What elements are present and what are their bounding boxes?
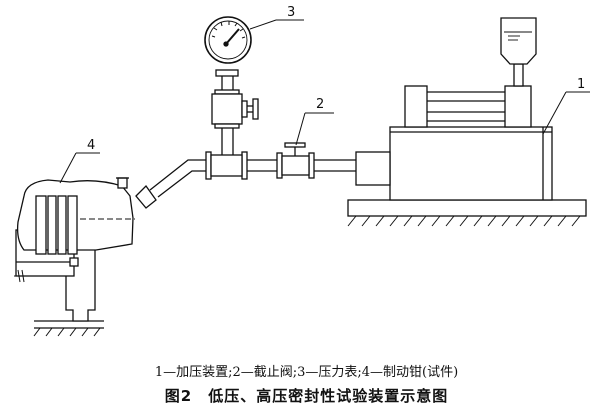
brake-caliper	[14, 177, 157, 337]
stop-valve	[276, 142, 315, 179]
leader-lines	[59, 19, 590, 184]
gauge-riser	[211, 69, 259, 155]
callout-3: 3	[287, 5, 295, 20]
pipeline	[149, 151, 356, 198]
callout-4: 4	[87, 138, 95, 153]
figure-legend: 1—加压装置;2—截止阀;3—压力表;4—制动钳(试件)	[154, 365, 459, 380]
callout-2: 2	[316, 97, 324, 112]
figure-caption: 图2 低压、高压密封性试验装置示意图	[164, 387, 449, 405]
pressure-gauge	[204, 16, 252, 64]
callout-1: 1	[577, 77, 585, 92]
test-apparatus-diagram: 1 2 3 4	[14, 5, 590, 337]
pressurizing-device	[347, 17, 587, 227]
